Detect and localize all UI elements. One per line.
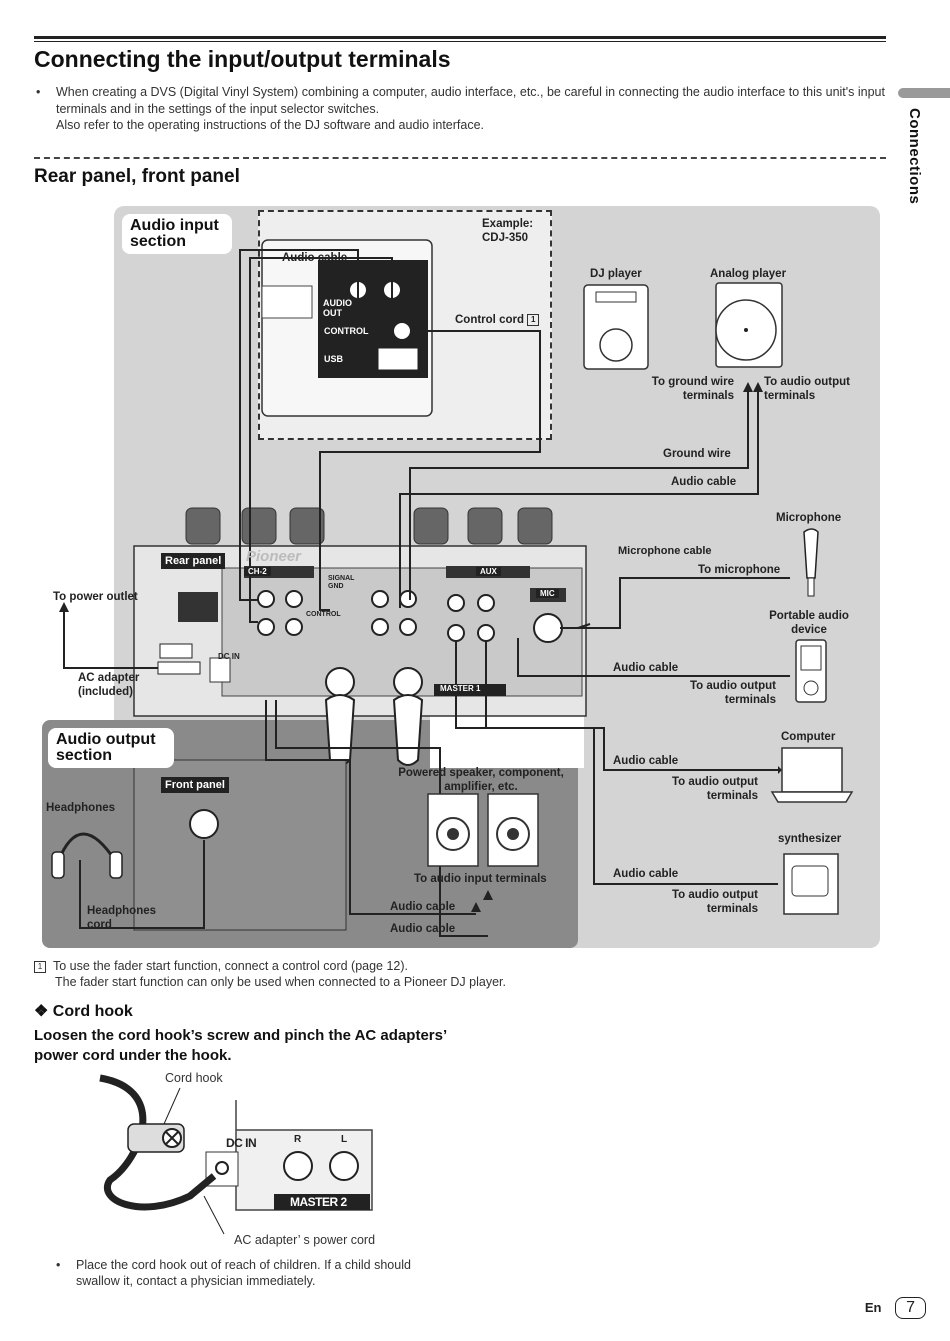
bullet-dot: • [36,85,41,99]
label-microphone-cable: Microphone cable [618,545,712,557]
page-number: 7 [895,1297,926,1319]
label-audio-cable-2: Audio cable [671,476,737,488]
label-ac-power-cord: AC adapter’ s power cord [234,1233,376,1247]
label-l: L [341,1134,348,1145]
label-to-power-outlet: To power outlet [53,591,138,603]
label-audio-cable-5: Audio cable [613,868,679,880]
label-headphones: Headphones [46,802,116,814]
page-title: Connecting the input/output terminals [34,46,451,72]
label-audio-output-terminals-2: To audio output terminals [689,680,776,706]
label-audio-output-terminals-3: To audio output terminals [671,776,758,802]
cdj-control-tag: CONTROL [320,324,373,338]
label-synthesizer: synthesizer [778,833,842,845]
page-footer: En 7 [865,1297,926,1319]
label-audio-cable-3: Audio cable [613,662,679,674]
mixer-ch2-tag: CH-2 [244,567,271,576]
intro-text: When creating a DVS (Digital Vinyl Syste… [56,85,885,116]
audio-input-section-label: Audio input section [122,214,232,254]
section-divider [34,157,886,159]
cord-hook-note-text: Place the cord hook out of reach of chil… [76,1258,411,1288]
label-dj-player: DJ player [590,268,642,280]
label-control-cord: Control cord 1 [455,314,540,328]
footnote-line-2: The fader start function can only be use… [55,975,506,989]
label-cord-hook: Cord hook [165,1071,223,1085]
label-microphone: Microphone [776,512,842,524]
intro-bullet: • When creating a DVS (Digital Vinyl Sys… [36,84,886,134]
diamond-icon: ❖ [34,1003,49,1020]
footnote-line-1: To use the fader start function, connect… [52,959,409,973]
audio-output-section-label: Audio output section [48,728,174,768]
cord-hook-heading-text: Cord hook [52,1003,133,1020]
front-panel-tag: Front panel [161,777,229,793]
label-audio-cable-top: Audio cable [282,252,348,264]
label-to-microphone: To microphone [698,564,781,576]
label-analog-player: Analog player [710,268,787,280]
mixer-master1-tag: MASTER 1 [436,684,485,693]
mixer-brand-logo: Pioneer [246,548,302,565]
cdj-audio-out-tag: AUDIO OUT [319,296,352,320]
label-headphones-cord: Headphones cord [87,905,157,931]
side-tab-label: Connections [906,108,923,205]
label-audio-cable-4: Audio cable [613,755,679,767]
label-to-audio-input-terminals: To audio input terminals [414,873,547,885]
label-ground-wire-terminals: To ground wire terminals [651,376,734,402]
footer-lang: En [864,1300,882,1315]
label-audio-cable-6: Audio cable [390,901,456,913]
cord-hook-note: • Place the cord hook out of reach of ch… [56,1257,436,1289]
cord-hook-heading: ❖ Cord hook [34,1001,133,1021]
mixer-dcin-label: DC IN [218,652,240,661]
side-tab-marker [898,88,950,98]
label-dcin: DC IN [226,1136,257,1150]
label-r: R [294,1134,302,1145]
mixer-aux-tag: AUX [476,567,501,576]
label-portable-audio-device: Portable audio device [769,610,849,636]
label-audio-output-terminals-1: To audio output terminals [764,376,851,402]
example-label: Example: CDJ-350 [482,218,534,244]
note-bullet: • [56,1258,61,1272]
label-computer: Computer [781,731,836,743]
cord-hook-instruction: Loosen the cord hook’s screw and pinch t… [34,1027,447,1064]
mixer-mic-tag: MIC [536,589,559,598]
mixer-control-label: CONTROL [306,611,341,618]
section-title: Rear panel, front panel [34,166,240,187]
mixer-signal-gnd-label: SIGNAL GND [328,575,355,590]
label-control-cord-text: Control cord [455,314,524,326]
rear-panel-tag: Rear panel [161,553,226,569]
footnote: 1 To use the fader start function, conne… [34,958,734,990]
header-rule [34,36,886,42]
label-audio-output-terminals-4: To audio output terminals [671,889,758,915]
label-audio-cable-7: Audio cable [390,923,456,935]
footnote-ref-box: 1 [527,314,540,326]
cdj-usb-tag: USB [320,352,348,366]
label-powered-speaker: Powered speaker, component, amplifier, e… [398,767,564,793]
label-master2: MASTER 2 [290,1195,347,1209]
intro-text-2: Also refer to the operating instructions… [56,118,485,132]
label-ground-wire: Ground wire [663,448,731,460]
label-ac-adapter: AC adapter (included) [78,672,140,698]
footnote-number: 1 [34,961,46,973]
